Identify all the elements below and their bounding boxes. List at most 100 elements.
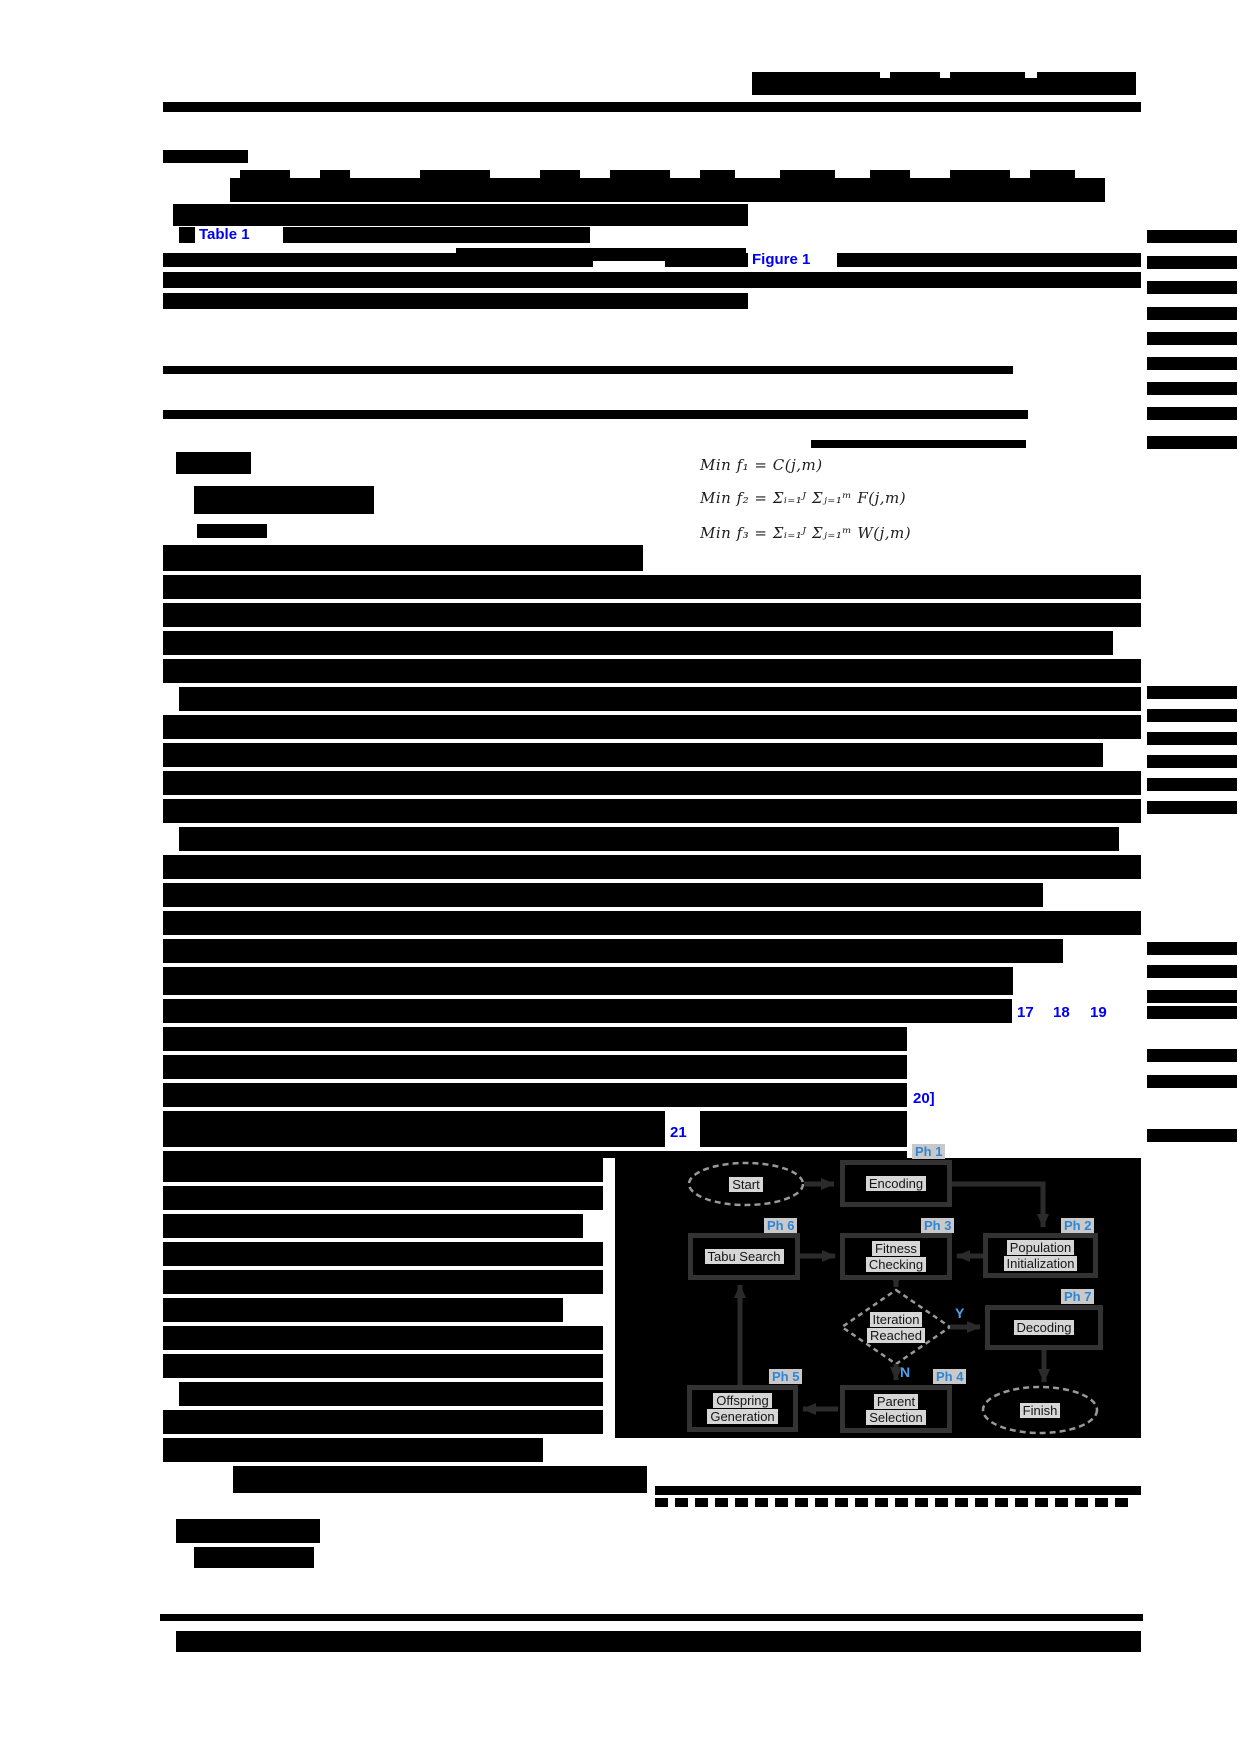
redacted-title-bump bbox=[1030, 170, 1075, 179]
redacted-caption-dash bbox=[1075, 1498, 1088, 1507]
redacted-text-block bbox=[163, 999, 1012, 1023]
header-notch bbox=[940, 72, 950, 78]
redacted-text-line bbox=[163, 366, 1013, 374]
redacted-text-block bbox=[163, 1111, 665, 1147]
redacted-margin-line bbox=[1147, 965, 1237, 978]
iteration-label-line2: Reached bbox=[866, 1327, 926, 1343]
redacted-text-block bbox=[163, 1027, 907, 1051]
no-branch-label: N bbox=[900, 1364, 911, 1380]
redacted-left-column-line bbox=[179, 1382, 603, 1406]
redacted-text-block bbox=[163, 911, 1141, 935]
redacted-caption-dash bbox=[1055, 1498, 1068, 1507]
redacted-margin-line bbox=[1147, 256, 1237, 269]
redacted-caption-dash bbox=[1115, 1498, 1128, 1507]
phase-1-label: Ph 1 bbox=[912, 1144, 946, 1159]
start-node: Start bbox=[689, 1163, 803, 1205]
redacted-footer-text bbox=[176, 1631, 1141, 1652]
redacted-caption-dash bbox=[835, 1498, 848, 1507]
redacted-margin-line bbox=[1147, 1075, 1237, 1088]
redacted-header-text bbox=[752, 72, 1136, 95]
redacted-text-block bbox=[163, 631, 1113, 655]
redacted-title-bump bbox=[420, 170, 490, 179]
redacted-left-column-line bbox=[176, 1519, 320, 1543]
citation-19-link[interactable]: 19 bbox=[1090, 1004, 1107, 1021]
redacted-caption-dash bbox=[895, 1498, 908, 1507]
redacted-margin-line bbox=[1147, 1006, 1237, 1019]
parent-label-line2: Selection bbox=[866, 1409, 926, 1425]
equation-1: Min f₁ = C(j,m) bbox=[700, 456, 823, 474]
redacted-text-block bbox=[163, 1151, 907, 1158]
redacted-text-block bbox=[163, 545, 643, 571]
redacted-margin-line bbox=[1147, 281, 1237, 294]
redacted-left-column-line bbox=[163, 1410, 603, 1434]
citation-18-link[interactable]: 18 bbox=[1053, 1004, 1070, 1021]
redacted-caption-dash bbox=[715, 1498, 728, 1507]
population-initialization-node: Population Initialization bbox=[983, 1233, 1098, 1278]
redacted-header-rule bbox=[163, 102, 1141, 112]
redacted-text-block bbox=[163, 771, 1141, 795]
redacted-margin-line bbox=[1147, 436, 1237, 449]
redacted-margin-line bbox=[1147, 942, 1237, 955]
redacted-left-column-line bbox=[163, 1270, 603, 1294]
equation-2: Min f₂ = Σᵢ₌₁ᴶ Σⱼ₌₁ᵐ F(j,m) bbox=[700, 489, 907, 507]
tabu-search-node: Tabu Search bbox=[688, 1233, 800, 1280]
redacted-caption-dash bbox=[735, 1498, 748, 1507]
redacted-caption-dash bbox=[875, 1498, 888, 1507]
redacted-caption-line bbox=[655, 1486, 1141, 1495]
redacted-title-bump bbox=[540, 170, 580, 179]
table-1-link[interactable]: Table 1 bbox=[199, 226, 250, 243]
redacted-margin-line bbox=[1147, 755, 1237, 768]
finish-node: Finish bbox=[983, 1387, 1097, 1433]
redacted-caption-dash bbox=[975, 1498, 988, 1507]
redacted-margin-line bbox=[1147, 382, 1237, 395]
redacted-left-column-line bbox=[163, 1354, 603, 1378]
redacted-caption-dash bbox=[955, 1498, 968, 1507]
phase-4-label: Ph 4 bbox=[933, 1369, 967, 1384]
redacted-text-block bbox=[163, 575, 1141, 599]
figure-1-link[interactable]: Figure 1 bbox=[752, 251, 811, 268]
redacted-left-column-line bbox=[163, 1298, 563, 1322]
redacted-left-column-line bbox=[163, 1326, 603, 1350]
decoding-label: Decoding bbox=[1013, 1320, 1075, 1335]
citation-21-link[interactable]: 21 bbox=[670, 1124, 687, 1141]
redacted-text-block bbox=[163, 1083, 907, 1107]
redacted-text-line bbox=[665, 253, 748, 267]
citation-20-link[interactable]: 20] bbox=[913, 1090, 935, 1107]
citation-17-link[interactable]: 17 bbox=[1017, 1004, 1034, 1021]
population-label-line1: Population bbox=[1006, 1240, 1075, 1255]
redacted-margin-line bbox=[1147, 990, 1237, 1003]
redacted-caption-dash bbox=[695, 1498, 708, 1507]
redacted-text-line bbox=[163, 253, 593, 267]
redacted-margin-line bbox=[1147, 686, 1237, 699]
redacted-text-block bbox=[179, 827, 1119, 851]
fitness-label-line2: Checking bbox=[865, 1257, 927, 1272]
redacted-caption-dash bbox=[1095, 1498, 1108, 1507]
redacted-text-block bbox=[163, 659, 1141, 683]
redacted-text-block bbox=[163, 855, 1141, 879]
redacted-caption-dash bbox=[935, 1498, 948, 1507]
redacted-margin-line bbox=[1147, 230, 1237, 243]
redacted-text-line bbox=[283, 227, 590, 243]
redacted-caption-dash bbox=[775, 1498, 788, 1507]
redacted-text-block bbox=[163, 1055, 907, 1079]
redacted-text-line bbox=[163, 410, 1028, 419]
parent-selection-node: Parent Selection bbox=[840, 1385, 952, 1433]
redacted-margin-line bbox=[1147, 709, 1237, 722]
redacted-caption-dash bbox=[655, 1498, 668, 1507]
redacted-text-block bbox=[163, 883, 1043, 907]
redacted-margin-line bbox=[1147, 732, 1237, 745]
redacted-text-block bbox=[163, 939, 1063, 963]
offspring-label-line1: Offspring bbox=[713, 1393, 772, 1408]
redacted-margin-line bbox=[1147, 357, 1237, 370]
redacted-title-bump bbox=[950, 170, 1010, 179]
redacted-text-block bbox=[163, 799, 1141, 823]
redacted-title-bump bbox=[870, 170, 910, 179]
redacted-text-line bbox=[163, 293, 748, 309]
flowchart-figure: Encoding Tabu Search Fitness Checking Po… bbox=[615, 1144, 1141, 1438]
redacted-text-block bbox=[163, 715, 1141, 739]
phase-7-label: Ph 7 bbox=[1061, 1289, 1095, 1304]
redacted-margin-line bbox=[1147, 332, 1237, 345]
phase-2-label: Ph 2 bbox=[1061, 1218, 1095, 1233]
redacted-text-line bbox=[811, 440, 1026, 448]
phase-5-label: Ph 5 bbox=[769, 1369, 803, 1384]
